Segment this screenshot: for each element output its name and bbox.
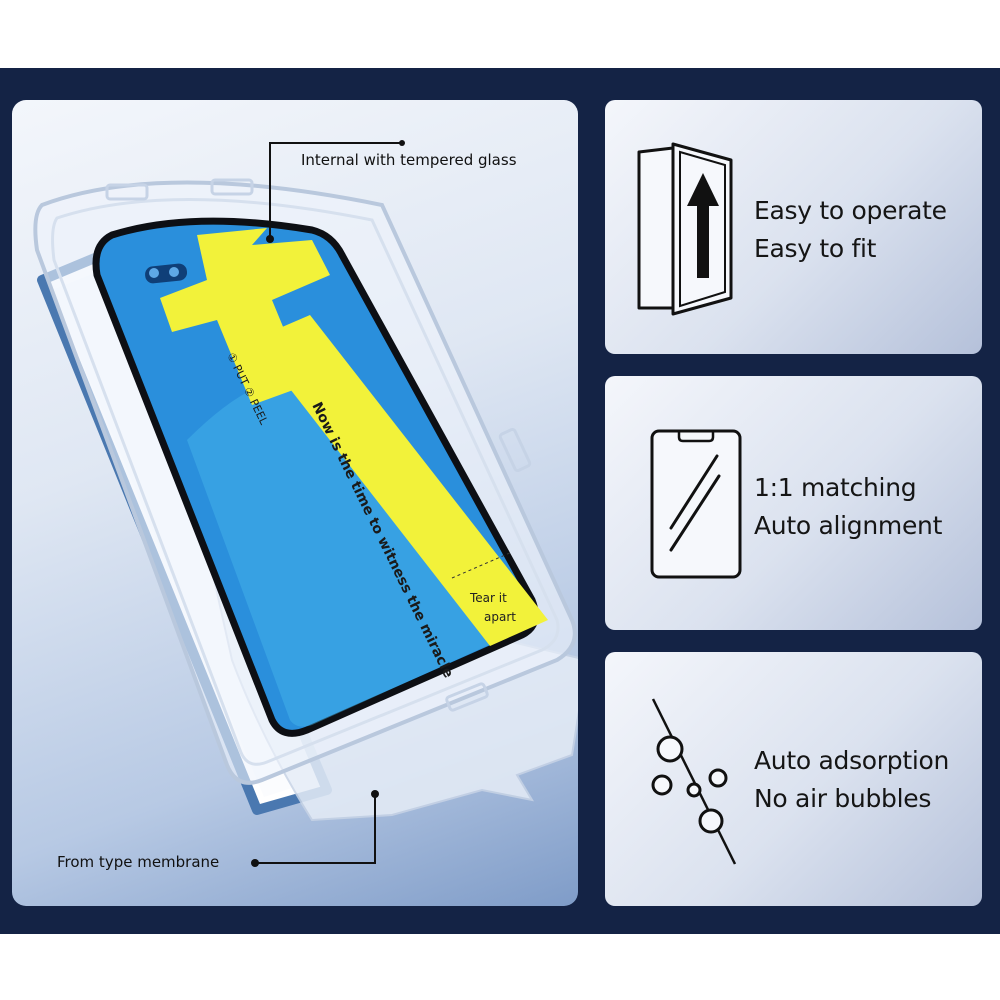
callout-tempered-glass: Internal with tempered glass <box>301 151 517 169</box>
feature-3-line1: Auto adsorption <box>754 746 950 775</box>
feature-2-line1: 1:1 matching <box>754 473 917 502</box>
feature-1-line1: Easy to operate <box>754 196 947 225</box>
feature-2-line2: Auto alignment <box>754 511 943 540</box>
screen-protector-illustration: ① PUT ② PEEL Now is the time to witness … <box>33 140 578 867</box>
feature-card-bubbles: Auto adsorption No air bubbles <box>605 652 982 906</box>
phone-glass-icon <box>650 429 742 579</box>
feature-1-line2: Easy to fit <box>754 234 877 263</box>
feature-3-line2: No air bubbles <box>754 784 932 813</box>
feature-card-matching: 1:1 matching Auto alignment <box>605 376 982 630</box>
product-image-panel: ① PUT ② PEEL Now is the time to witness … <box>12 100 578 906</box>
bubbles-icon <box>651 698 737 865</box>
sticker-tear-line2: apart <box>484 610 516 624</box>
feature-card-easy: Easy to operate Easy to fit <box>605 100 982 354</box>
phone-arrow-icon <box>637 142 733 316</box>
sticker-tear-line1: Tear it <box>469 591 507 605</box>
callout-membrane: From type membrane <box>57 853 220 871</box>
